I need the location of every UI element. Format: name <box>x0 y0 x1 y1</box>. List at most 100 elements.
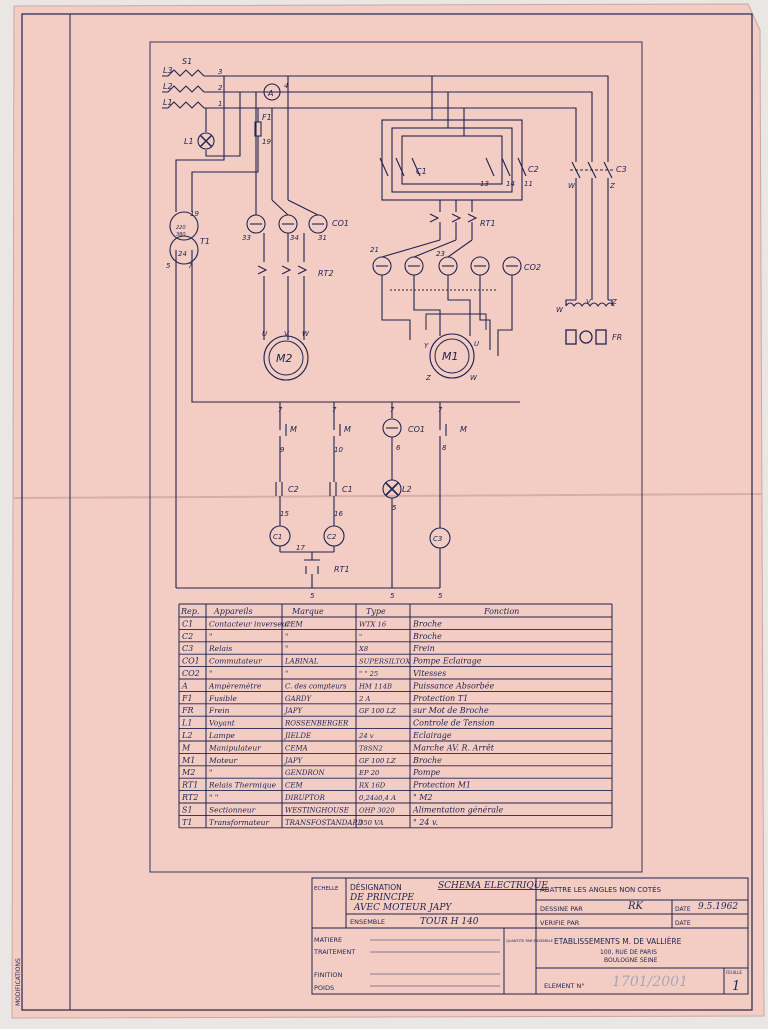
table-cell: CO2 <box>182 669 200 678</box>
label-l3: L3 <box>163 66 173 75</box>
table-cell: Sectionneur <box>209 805 256 814</box>
table-cell: A <box>181 681 188 690</box>
table-cell: Relais Thermique <box>208 781 277 790</box>
label-s1: S1 <box>182 57 192 66</box>
table-cell: Voyant <box>209 719 236 728</box>
table-cell: Commutateur <box>209 657 262 666</box>
terminal-c3-z: Z <box>609 182 615 190</box>
table-cell: M <box>181 743 191 752</box>
table-cell: " <box>209 632 212 641</box>
label-m-8: M <box>460 425 467 434</box>
wire-number-11: 11 <box>524 180 533 188</box>
table-cell: RT2 <box>181 793 198 802</box>
table-cell: Relais <box>208 644 232 653</box>
label-co2: CO2 <box>524 263 541 272</box>
table-cell: Fusible <box>208 694 237 703</box>
wire-number-15: 15 <box>280 510 289 518</box>
wire-number-7c: 7 <box>390 406 395 414</box>
wire-number-24: 24 <box>178 250 187 258</box>
tb-dessine: DESSINE PAR <box>540 905 583 913</box>
table-cell: S1 <box>182 805 193 814</box>
terminal-m1-y: Y <box>424 342 429 350</box>
tb-quantite: QUANTITE PAR ENSEMBLE <box>506 939 554 943</box>
tb-designation: DÉSIGNATION <box>350 883 402 892</box>
label-l2-lamp: L2 <box>402 485 412 494</box>
table-cell: GF 100 LZ <box>359 757 396 765</box>
wire-number-5: 5 <box>166 262 171 270</box>
label-c1-contact: C1 <box>342 485 353 494</box>
wire-number-21: 21 <box>370 246 379 254</box>
tb-etablissements: ETABLISSEMENTS M. DE VALLIÈRE <box>554 937 682 946</box>
label-m2: M2 <box>276 352 293 365</box>
label-t1-380: 380 <box>176 232 186 238</box>
table-cell: Frein <box>412 644 435 653</box>
wire-number-8: 8 <box>442 444 447 452</box>
label-c2-coil: C2 <box>327 533 337 541</box>
table-cell: Alimentation générale <box>412 805 504 814</box>
table-cell: X8 <box>358 645 369 653</box>
transformer-t1-symbol <box>169 211 199 265</box>
terminal-m1-z: Z <box>425 374 431 382</box>
table-cell: " <box>209 768 212 777</box>
label-l2: L2 <box>163 82 173 91</box>
terminal-v: V <box>586 298 592 306</box>
wire-number-5c: 5 <box>310 592 315 600</box>
table-cell: " <box>285 670 288 678</box>
label-t1-220: 220 <box>176 225 186 231</box>
terminal-m1-u: U <box>474 340 479 348</box>
table-cell: L1 <box>181 719 192 728</box>
table-cell: OHP 3020 <box>359 806 395 814</box>
wire-number-10: 10 <box>334 446 343 454</box>
tb-echelle: ECHELLE <box>314 886 339 892</box>
wire-number-4: 4 <box>284 82 288 90</box>
label-co1-control: CO1 <box>408 425 425 434</box>
table-cell: Broche <box>412 756 442 765</box>
tb-rue: 100, RUE DE PARIS <box>600 949 657 956</box>
table-cell: Eclairage <box>412 731 452 740</box>
terminal-m1-w: W <box>470 374 478 382</box>
tb-poids: POIDS <box>314 984 334 992</box>
table-cell: Manipulateur <box>208 743 261 752</box>
table-cell: 150 VA <box>359 819 384 827</box>
table-cell: T8SN2 <box>359 744 383 752</box>
table-cell: 2 A <box>358 695 370 703</box>
table-cell: ROSSENBERGER <box>284 720 349 728</box>
label-ammeter: A <box>267 89 273 98</box>
label-rt1-aux: RT1 <box>334 565 350 574</box>
label-c2-contact: C2 <box>288 485 299 494</box>
wire-number-13: 13 <box>480 180 489 188</box>
label-co1: CO1 <box>332 219 349 228</box>
tb-ville: BOULOGNE SEINE <box>604 957 658 964</box>
table-cell: C3 <box>182 644 193 653</box>
lamp-l2-symbol <box>382 479 402 499</box>
table-cell: JIELDE <box>283 732 311 740</box>
modifications-label: MODIFICATIONS <box>15 958 22 1006</box>
table-cell: Protection T1 <box>412 694 468 703</box>
wire-number-14: 14 <box>506 180 515 188</box>
label-rt1: RT1 <box>480 219 496 228</box>
table-cell: F1 <box>181 694 193 703</box>
table-cell: CO1 <box>182 657 200 666</box>
table-cell: Controle de Tension <box>413 719 494 728</box>
label-c2: C2 <box>528 165 539 174</box>
terminal-m2-v: V <box>284 330 290 338</box>
table-cell: " " <box>209 793 218 802</box>
terminal-c3-w: W <box>568 182 576 190</box>
table-cell: " M2 <box>413 793 433 802</box>
motor-m1-symbol <box>425 313 487 379</box>
table-cell: " <box>285 633 288 641</box>
tb-verifie: VERIFIE PAR <box>540 919 580 927</box>
label-c3: C3 <box>616 165 627 174</box>
ammeter-symbol <box>263 83 281 101</box>
tb-feuille-value: 1 <box>732 979 740 994</box>
wire-number-7a: 7 <box>278 406 283 414</box>
table-cell: Puissance Absorbée <box>412 681 494 690</box>
label-m-9: M <box>290 425 297 434</box>
wire-number-5d: 5 <box>390 592 395 600</box>
terminal-z: Z <box>611 298 617 306</box>
wire-number-7d: 7 <box>438 406 443 414</box>
wire-number-23: 23 <box>436 250 445 258</box>
tb-traitement: TRAITEMENT <box>313 948 355 956</box>
